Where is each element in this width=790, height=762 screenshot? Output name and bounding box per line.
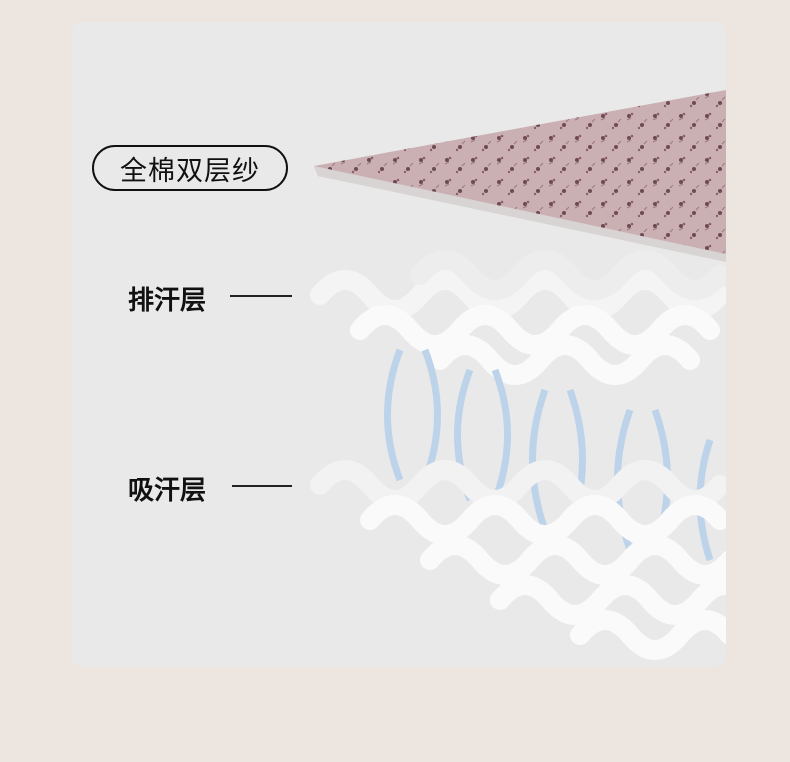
title-pill-text: 全棉双层纱 [120, 155, 260, 187]
top-layer-leader-line [230, 295, 292, 297]
bottom-layer-leader-line [232, 485, 292, 487]
fabric-layer [314, 90, 726, 258]
bottom-layer-label: 吸汗层 [128, 476, 207, 506]
bottom-yarn-layer [310, 460, 726, 660]
top-layer-label: 排汗层 [128, 286, 207, 316]
title-pill: 全棉双层纱 [92, 145, 288, 191]
top-yarn-layer [310, 250, 726, 385]
